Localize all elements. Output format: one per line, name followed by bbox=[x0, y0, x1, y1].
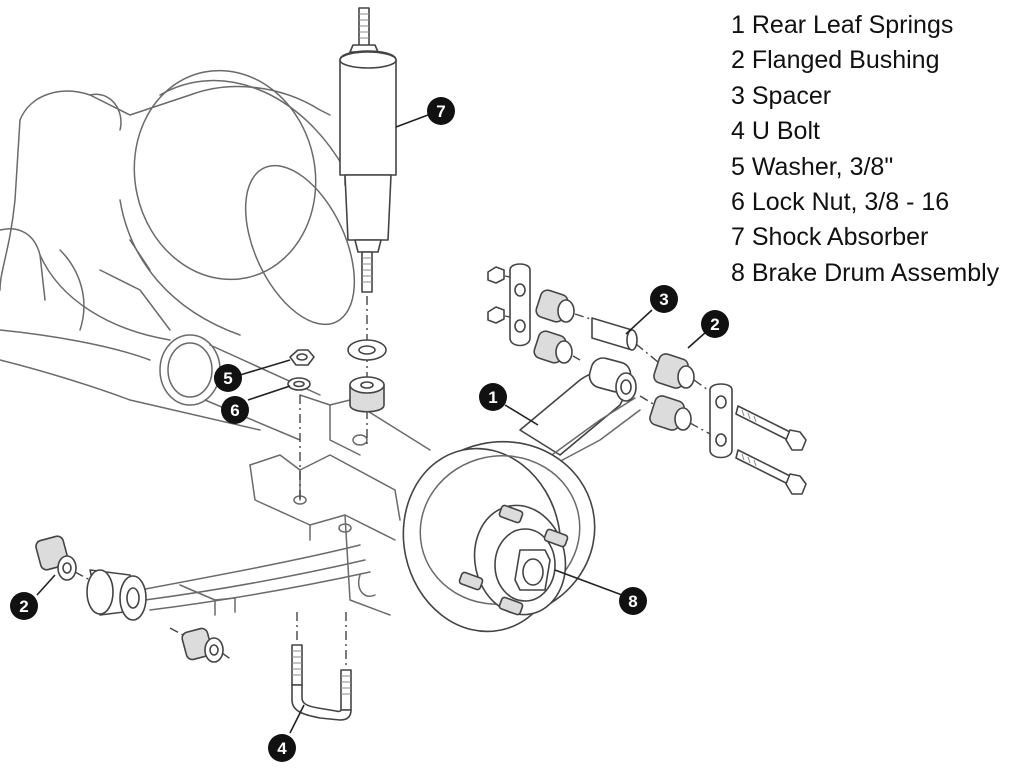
legend-item-spacer: 3 Spacer bbox=[731, 79, 999, 114]
spring-eye-left bbox=[86, 569, 147, 621]
brake-drum bbox=[402, 440, 596, 633]
legend-name: Lock Nut, 3/8 - 16 bbox=[751, 188, 950, 217]
callout-7: 7 bbox=[427, 97, 455, 125]
callout-4: 4 bbox=[268, 734, 296, 762]
parts-legend: 1 Rear Leaf Springs 2 Flanged Bushing 3 … bbox=[731, 8, 999, 291]
shackle-assembly bbox=[487, 263, 807, 495]
legend-number: 5 bbox=[731, 152, 745, 181]
legend-item-shock-absorber: 7 Shock Absorber bbox=[731, 220, 999, 255]
axle-mount-plate bbox=[249, 394, 431, 616]
callout-2-right: 2 bbox=[701, 310, 729, 338]
legend-number: 1 bbox=[731, 11, 745, 39]
callout-4-label: 4 bbox=[277, 739, 287, 758]
leader-lines bbox=[36, 114, 707, 734]
callout-1: 1 bbox=[479, 383, 507, 411]
callout-2-left: 2 bbox=[10, 592, 38, 620]
legend-name: U Bolt bbox=[751, 117, 820, 146]
legend-item-rear-leaf-springs: 1 Rear Leaf Springs bbox=[731, 8, 999, 43]
callout-5-label: 5 bbox=[223, 369, 232, 388]
legend-number: 4 bbox=[731, 117, 745, 146]
callout-2-left-label: 2 bbox=[19, 597, 28, 616]
callout-8-label: 8 bbox=[628, 592, 637, 611]
callout-5: 5 bbox=[214, 364, 242, 392]
legend-name: Rear Leaf Springs bbox=[751, 11, 954, 39]
callout-2-right-label: 2 bbox=[710, 315, 719, 334]
legend-name: Washer, 3/8" bbox=[751, 152, 894, 181]
legend-name: Flanged Bushing bbox=[751, 46, 940, 75]
callout-8: 8 bbox=[619, 587, 647, 615]
flanged-bushing-left-parts bbox=[35, 535, 233, 663]
callout-6: 6 bbox=[221, 396, 249, 424]
legend-number: 8 bbox=[731, 258, 745, 287]
legend-item-flanged-bushing: 2 Flanged Bushing bbox=[731, 43, 999, 78]
legend-number: 7 bbox=[731, 223, 745, 252]
callout-6-label: 6 bbox=[230, 401, 239, 420]
legend-name: Brake Drum Assembly bbox=[751, 258, 1000, 287]
legend-name: Shock Absorber bbox=[751, 223, 929, 252]
legend-name: Spacer bbox=[751, 81, 832, 110]
nut-and-washer bbox=[287, 349, 315, 500]
legend-item-u-bolt: 4 U Bolt bbox=[731, 114, 999, 149]
leaf-spring bbox=[139, 357, 641, 616]
legend-item-lock-nut: 6 Lock Nut, 3/8 - 16 bbox=[731, 185, 999, 220]
legend-item-washer: 5 Washer, 3/8" bbox=[731, 150, 999, 185]
motor-housing bbox=[0, 69, 356, 441]
callout-1-label: 1 bbox=[488, 388, 497, 407]
callout-3-label: 3 bbox=[659, 290, 668, 309]
legend-number: 2 bbox=[731, 46, 745, 75]
legend-number: 3 bbox=[731, 81, 745, 110]
u-bolt bbox=[291, 612, 352, 721]
legend-item-brake-drum-assembly: 8 Brake Drum Assembly bbox=[731, 256, 999, 291]
callout-3: 3 bbox=[650, 285, 678, 313]
shock-washer-and-spacer bbox=[347, 339, 387, 413]
callout-7-label: 7 bbox=[436, 102, 445, 121]
shock-absorber bbox=[339, 7, 397, 445]
legend-number: 6 bbox=[731, 188, 745, 217]
